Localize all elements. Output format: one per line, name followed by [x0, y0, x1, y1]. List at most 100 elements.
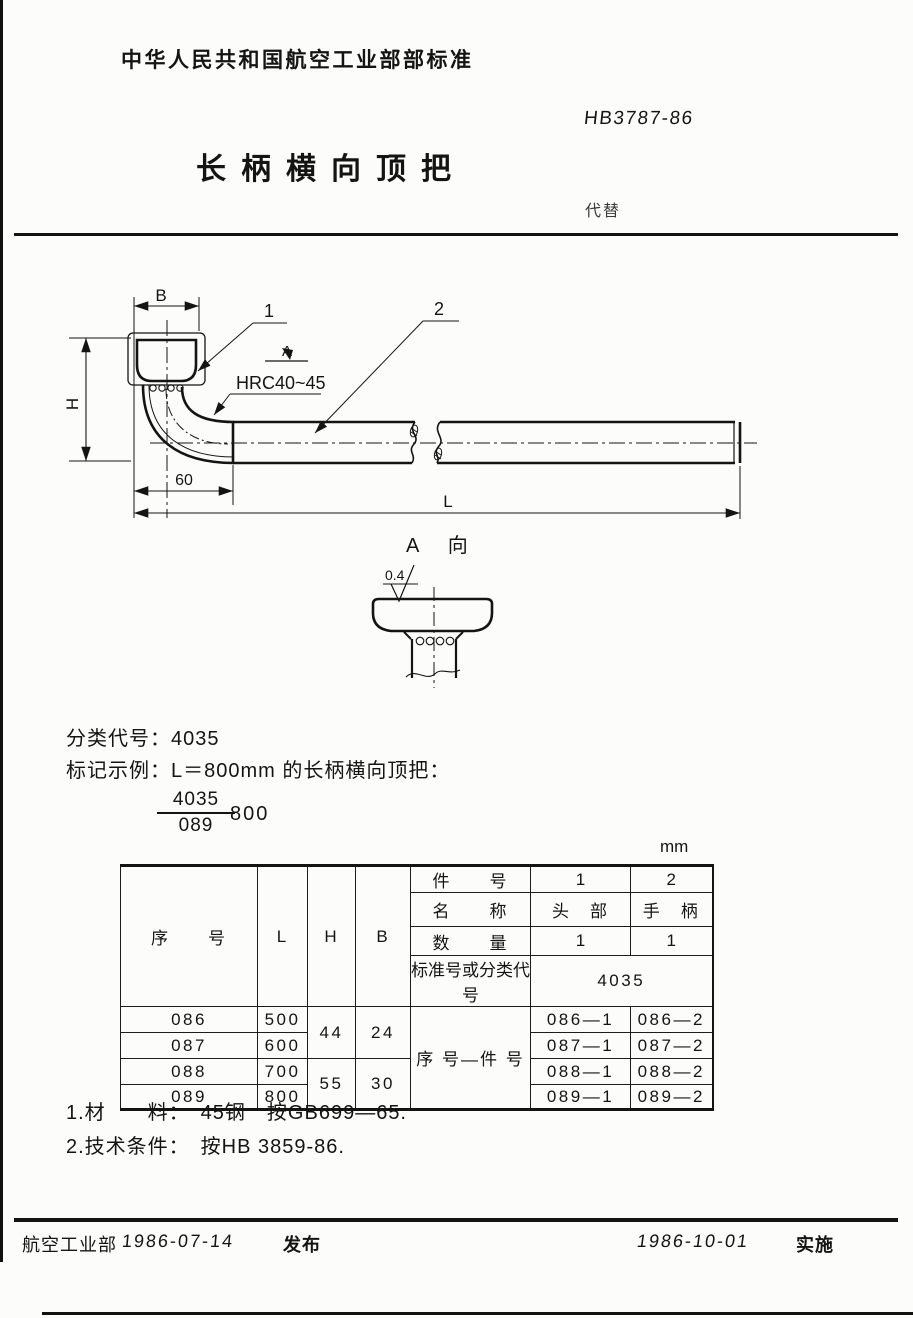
head-inner-outline: [135, 338, 198, 383]
seq-cell: 086: [120, 1006, 258, 1033]
classification-value: 4035: [171, 728, 220, 750]
designation-denominator: 089: [178, 815, 214, 836]
part1-cell: 086—1: [530, 1006, 631, 1033]
break-hatch-right: [433, 447, 443, 461]
col-header-seq: 序 号: [120, 865, 258, 1007]
footer-release-label: 发布: [283, 1235, 321, 1255]
break-hatch-left: [409, 424, 419, 438]
marking-text: L＝800mm 的长柄横向顶把：: [171, 760, 451, 782]
part2-cell: 088—2: [630, 1058, 713, 1085]
hardness-label: HRC40~45: [236, 373, 326, 393]
knurl-marks-main: [149, 384, 184, 392]
part-1-leader: [197, 322, 254, 372]
header-rule: [14, 233, 898, 236]
scan-edge-bottom: [42, 1312, 913, 1315]
dim-60-label: 60: [175, 472, 193, 489]
table-row: 089 800 089—1 089—2: [120, 1084, 713, 1110]
L-cell: 800: [257, 1084, 308, 1110]
dim-l-label: L: [443, 492, 452, 511]
name-label: 名 称: [410, 892, 531, 927]
L-cell: 700: [257, 1058, 308, 1085]
B-cell: 24: [355, 1006, 411, 1059]
col-header-L: L: [257, 865, 308, 1007]
part-2-leader: [314, 320, 424, 434]
scan-edge-left: [0, 0, 3, 1262]
table-row: 数 量 1 1: [121, 926, 713, 956]
table-row: 087 600 087—1 087—2: [120, 1032, 713, 1059]
seq-part-label: 序 号—件 号: [410, 1006, 531, 1110]
view-a: A 向 0.4: [371, 534, 494, 688]
table-row: 086 500 44 24 序 号—件 号 086—1 086—2: [120, 1006, 713, 1110]
designation-numerator: 4035: [172, 789, 220, 810]
seq-cell: 087: [120, 1032, 258, 1059]
bend-inner: [180, 386, 235, 424]
part-1-label: 1: [264, 301, 274, 321]
part1-cell: 088—1: [530, 1058, 631, 1085]
dim-b-label: B: [155, 286, 166, 305]
hardness-leader: [213, 393, 231, 416]
footer-org: 航空工业部: [22, 1235, 117, 1255]
view-a-title: A 向: [406, 534, 480, 557]
L-cell: 600: [257, 1032, 308, 1059]
stem-break-line: [405, 669, 461, 678]
H-cell: 55: [307, 1058, 356, 1110]
part2-cell: 089—2: [630, 1084, 713, 1110]
designation-size: 800: [230, 803, 270, 825]
B-cell: 30: [355, 1058, 411, 1110]
spec-table: 序 号 L H B 件 号 1 2 名 称 头 部 手 柄 数 量 1 1 标准…: [120, 864, 714, 1111]
qty-label: 数 量: [410, 926, 531, 956]
part-no-2: 2: [630, 865, 713, 893]
H-cell: 44: [307, 1006, 356, 1059]
section-a-arrow: [282, 348, 293, 360]
table-row: 名 称 头 部 手 柄: [121, 892, 713, 927]
roughness-symbol: [383, 564, 418, 603]
supersedes-label: 代替: [585, 203, 622, 220]
part-no-label: 件 号: [410, 865, 531, 893]
head-front-outline: [371, 597, 494, 633]
footer-rule: [14, 1218, 898, 1222]
col-header-H: H: [307, 865, 356, 1007]
table-unit-label: mm: [660, 837, 689, 856]
bend-outer-thin: [148, 384, 235, 458]
shaft-break-right: [435, 421, 442, 464]
ministry-header: 中华人民共和国航空工业部部标准: [121, 49, 474, 72]
name-2: 手 柄: [630, 892, 713, 927]
col-header-B: B: [355, 865, 411, 1007]
note-material: 1.材 料： 45钢 按GB699—65.: [66, 1102, 407, 1124]
footer-impl-date: 1986-10-01: [635, 1231, 751, 1251]
footer-impl-label: 实施: [796, 1235, 834, 1255]
part2-cell: 087—2: [630, 1032, 713, 1059]
section-a-label: A: [282, 343, 292, 360]
footer-release-date: 1986-07-14: [121, 1231, 235, 1251]
bend-centerline: [165, 388, 229, 445]
part2-cell: 086—2: [630, 1006, 713, 1033]
table-row: 序 号 L H B 件 号 1 2: [120, 865, 713, 1007]
part1-cell: 089—1: [530, 1084, 631, 1110]
part-2-label: 2: [434, 299, 444, 319]
fillet-right: [455, 631, 464, 640]
name-1: 头 部: [530, 892, 631, 927]
L-cell: 500: [257, 1006, 308, 1033]
page-title: 长柄横向顶把: [196, 153, 466, 186]
main-view: B H 60 L 1 2 A: [63, 286, 757, 519]
std-code-value: 4035: [530, 955, 713, 1007]
classification-label: 分类代号：: [66, 728, 171, 750]
fillet-left: [403, 631, 412, 640]
qty-2: 1: [630, 926, 713, 956]
dim-h-label: H: [63, 398, 82, 410]
standard-number: HB3787-86: [582, 108, 695, 129]
marking-example-line: 标记示例：L＝800mm 的长柄横向顶把：: [66, 754, 450, 783]
roughness-value: 0.4: [385, 567, 405, 583]
fraction-bar: [157, 812, 235, 814]
std-code-label: 标准号或分类代号: [410, 955, 531, 1007]
knurl-marks-view-a: [415, 636, 455, 646]
seq-cell: 088: [120, 1058, 258, 1085]
head-outer-outline: [127, 332, 206, 386]
bend-outer: [141, 384, 235, 465]
shaft-break-left: [410, 421, 417, 464]
designation-fraction: 4035 089: [157, 789, 235, 837]
part1-cell: 087—1: [530, 1032, 631, 1059]
note-tech-conditions: 2.技术条件： 按HB 3859-86.: [66, 1136, 345, 1158]
classification-line: 分类代号：4035: [66, 722, 220, 751]
